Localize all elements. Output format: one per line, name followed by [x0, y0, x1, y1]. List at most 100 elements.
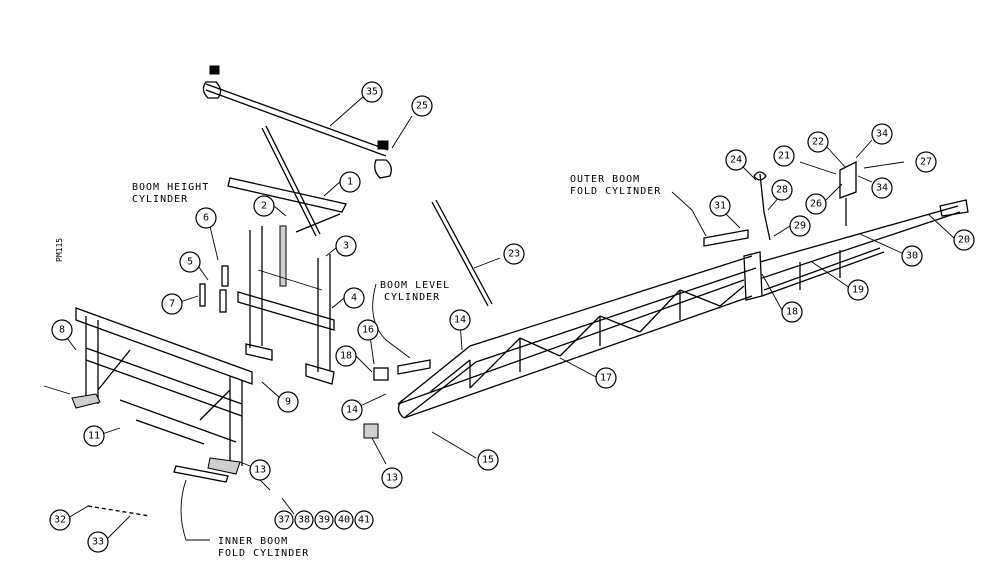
part-23-rod: [431, 199, 493, 307]
svg-text:33: 33: [92, 537, 104, 548]
svg-text:17: 17: [600, 373, 612, 384]
boom-level-label-2: CYLINDER: [384, 292, 440, 303]
callout-30: 30: [901, 245, 923, 267]
svg-text:20: 20: [958, 235, 970, 246]
svg-text:14: 14: [346, 405, 358, 416]
svg-text:31: 31: [714, 201, 726, 212]
outer-fold-label-2: FOLD CYLINDER: [570, 186, 661, 197]
svg-text:30: 30: [906, 251, 918, 262]
drawing-code: PM115: [55, 238, 64, 262]
callout-4: 4: [343, 287, 365, 309]
svg-text:41: 41: [358, 515, 370, 526]
svg-text:26: 26: [810, 199, 822, 210]
svg-text:23: 23: [508, 249, 520, 260]
callout-38: 38: [294, 510, 314, 530]
callout-7: 7: [161, 293, 183, 315]
svg-text:35: 35: [366, 87, 378, 98]
svg-text:34: 34: [876, 129, 888, 140]
main-boom: [397, 199, 969, 419]
svg-text:18: 18: [340, 351, 352, 362]
callout-14-top: 14: [449, 309, 471, 331]
right-bracket: [799, 139, 905, 226]
svg-text:13: 13: [386, 473, 398, 484]
svg-text:27: 27: [920, 157, 932, 168]
part-35-crossbar: [202, 65, 392, 179]
svg-text:9: 9: [285, 397, 291, 408]
callout-15: 15: [477, 449, 499, 471]
svg-text:40: 40: [338, 515, 350, 526]
callout-40: 40: [334, 510, 354, 530]
leader-25: [391, 115, 413, 149]
svg-text:15: 15: [482, 455, 494, 466]
callout-13-left: 13: [249, 459, 271, 481]
callout-24: 24: [725, 149, 747, 171]
callout-1: 1: [339, 171, 361, 193]
callout-21: 21: [773, 145, 795, 167]
center-frame: [71, 307, 253, 475]
callout-5: 5: [179, 251, 201, 273]
boom-height-label-2: CYLINDER: [132, 194, 188, 205]
svg-text:34: 34: [876, 183, 888, 194]
svg-text:6: 6: [203, 213, 209, 224]
inner-fold-label-2: FOLD CYLINDER: [218, 548, 309, 559]
svg-text:38: 38: [298, 515, 310, 526]
mast-frame: [237, 225, 335, 385]
callout-34-bottom: 34: [871, 177, 893, 199]
callout-22: 22: [807, 131, 829, 153]
callout-2: 2: [253, 195, 275, 217]
svg-text:8: 8: [59, 325, 65, 336]
callout-31: 31: [709, 195, 731, 217]
callout-8: 8: [51, 319, 73, 341]
svg-text:37: 37: [278, 515, 290, 526]
callout-14-bottom: 14: [341, 399, 363, 421]
svg-text:32: 32: [54, 515, 66, 526]
boom-level-cylinder: [363, 283, 431, 439]
callout-17: 17: [595, 367, 617, 389]
callout-18-right: 18: [781, 301, 803, 323]
callout-37: 37: [274, 510, 294, 530]
callout-33: 33: [87, 531, 109, 553]
outer-fold-label: OUTER BOOM: [570, 174, 640, 185]
callout-20: 20: [953, 229, 975, 251]
svg-text:13: 13: [254, 465, 266, 476]
callout-9: 9: [277, 391, 299, 413]
callout-18-left: 18: [335, 345, 357, 367]
part-1-mast-top: [227, 125, 347, 237]
callout-6: 6: [195, 207, 217, 229]
inner-fold-label: INNER BOOM: [218, 536, 288, 547]
callout-13-mid: 13: [381, 467, 403, 489]
boom-level-label: BOOM LEVEL: [380, 280, 450, 291]
callout-34-top: 34: [871, 123, 893, 145]
svg-text:7: 7: [169, 299, 175, 310]
callout-26: 26: [805, 193, 827, 215]
callout-27: 27: [915, 151, 937, 173]
svg-text:39: 39: [318, 515, 330, 526]
svg-text:4: 4: [351, 293, 357, 304]
svg-text:19: 19: [852, 285, 864, 296]
callout-16: 16: [357, 319, 379, 341]
callout-29: 29: [789, 215, 811, 237]
svg-text:29: 29: [794, 221, 806, 232]
small-pins: [199, 265, 229, 313]
leader-lines: [63, 95, 955, 541]
svg-text:21: 21: [778, 151, 790, 162]
svg-text:2: 2: [261, 201, 267, 212]
callout-35: 35: [361, 81, 383, 103]
svg-text:11: 11: [88, 431, 100, 442]
inner-fold-cylinder: [173, 465, 229, 541]
svg-text:28: 28: [776, 185, 788, 196]
callout-19: 19: [847, 279, 869, 301]
svg-text:22: 22: [812, 137, 824, 148]
callout-32: 32: [49, 509, 71, 531]
outer-fold-cylinder: [671, 171, 771, 247]
boom-height-label: BOOM HEIGHT: [132, 182, 209, 193]
chain-32-33: [87, 505, 151, 517]
svg-text:14: 14: [454, 315, 466, 326]
svg-text:1: 1: [347, 177, 353, 188]
svg-text:16: 16: [362, 325, 374, 336]
svg-text:3: 3: [343, 241, 349, 252]
svg-text:18: 18: [786, 307, 798, 318]
arrow-left: [43, 385, 71, 395]
callout-11: 11: [83, 425, 105, 447]
